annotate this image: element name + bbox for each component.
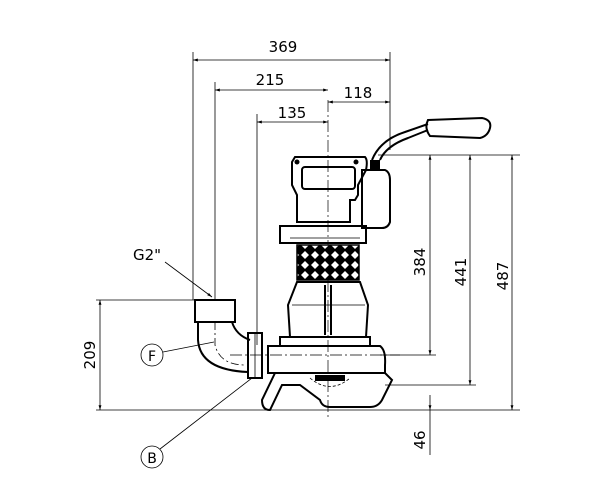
- pump-outline: [194, 100, 492, 420]
- leader-f: [162, 341, 215, 353]
- motor-flange: [279, 225, 367, 244]
- leader-g2: [164, 261, 213, 298]
- dim-135: 135: [278, 104, 307, 122]
- callout-f: F: [148, 349, 156, 365]
- dim-118: 118: [344, 84, 373, 102]
- dim-46: 46: [411, 430, 429, 449]
- discharge-socket: [194, 299, 236, 323]
- cable: [371, 123, 429, 161]
- extension-lines: [96, 52, 520, 411]
- dim-215: 215: [256, 71, 285, 89]
- dim-487: 487: [494, 262, 512, 291]
- float-switch: [425, 116, 492, 140]
- base-stand: [260, 372, 394, 412]
- junction-box: [361, 169, 391, 229]
- volute-flange: [279, 336, 371, 347]
- dim-384: 384: [411, 248, 429, 277]
- discharge-elbow: [197, 322, 249, 373]
- callout-b-circle: [140, 445, 164, 469]
- dim-209: 209: [81, 341, 99, 370]
- label-g2: G2": [133, 246, 161, 264]
- dim-441: 441: [452, 258, 470, 287]
- dim-369: 369: [269, 38, 298, 56]
- handle-slot: [301, 166, 356, 190]
- volute: [267, 345, 387, 374]
- callout-b: B: [147, 451, 157, 467]
- inlet-screen: [296, 244, 360, 281]
- callout-f-circle: [140, 343, 164, 367]
- leader-b: [159, 377, 253, 450]
- dimension-lines: [98, 58, 514, 455]
